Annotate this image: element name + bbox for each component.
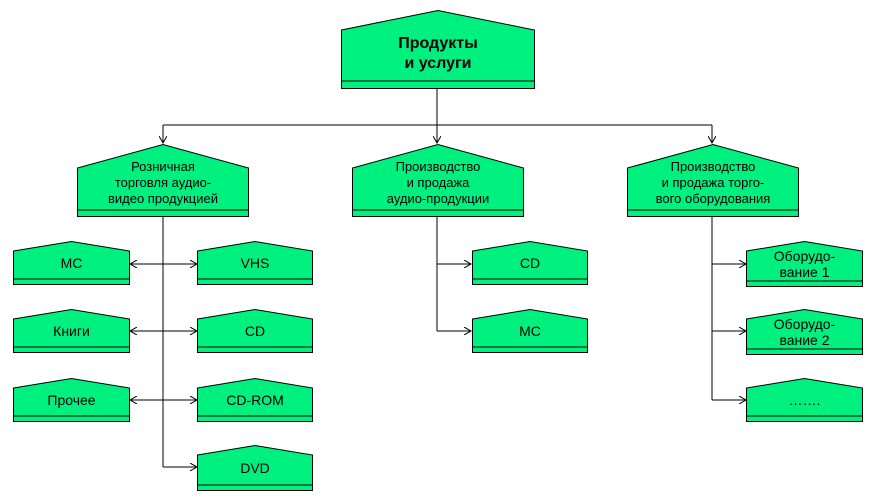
leaf-other[interactable]: Прочее bbox=[13, 377, 130, 422]
leaf-mc-production[interactable]: MC bbox=[472, 308, 588, 353]
leaf-cd-production-label: CD bbox=[519, 255, 541, 271]
leaf-equipment-1[interactable]: Оборудо- вание 1 bbox=[746, 240, 863, 287]
branch-equipment-label: Производство и продажа торго- вого обору… bbox=[655, 158, 771, 206]
leaf-equipment-2-label: Оборудо- вание 2 bbox=[773, 316, 836, 348]
leaf-mc-retail-label: MC bbox=[60, 255, 83, 271]
leaf-vhs[interactable]: VHS bbox=[197, 240, 313, 285]
leaf-books-label: Книги bbox=[53, 323, 90, 339]
leaf-other-label: Прочее bbox=[47, 392, 96, 408]
leaf-cd-rom[interactable]: CD-ROM bbox=[197, 377, 313, 422]
leaf-dvd[interactable]: DVD bbox=[197, 444, 313, 491]
leaf-vhs-label: VHS bbox=[240, 255, 270, 271]
root-node[interactable]: Продукты и услуги bbox=[341, 9, 535, 89]
branch-audio-production-node[interactable]: Производство и продажа аудио-продукции bbox=[352, 143, 524, 217]
leaf-equipment-more[interactable]: ……. bbox=[746, 377, 863, 422]
leaf-equipment-2[interactable]: Оборудо- вание 2 bbox=[746, 308, 863, 355]
leaf-dvd-label: DVD bbox=[240, 460, 270, 476]
leaf-cd-rom-label: CD-ROM bbox=[226, 392, 284, 408]
leaf-mc-retail[interactable]: MC bbox=[13, 240, 130, 285]
leaf-cd-production[interactable]: CD bbox=[472, 240, 588, 285]
branch-retail-node[interactable]: Розничная торговля аудио- видео продукци… bbox=[77, 143, 249, 217]
leaf-cd-retail[interactable]: CD bbox=[197, 308, 313, 353]
leaf-equipment-1-label: Оборудо- вание 1 bbox=[773, 248, 836, 280]
branch-audio-production-label: Производство и продажа аудио-продукции bbox=[386, 158, 490, 206]
leaf-books[interactable]: Книги bbox=[13, 308, 130, 353]
leaf-mc-production-label: MC bbox=[519, 323, 541, 339]
leaf-cd-retail-label: CD bbox=[244, 323, 266, 339]
branch-retail-label: Розничная торговля аудио- видео продукци… bbox=[107, 158, 218, 206]
leaf-equipment-more-label: ……. bbox=[788, 392, 821, 408]
branch-equipment-node[interactable]: Производство и продажа торго- вого обору… bbox=[627, 143, 799, 217]
root-label: Продукты и услуги bbox=[398, 34, 478, 72]
